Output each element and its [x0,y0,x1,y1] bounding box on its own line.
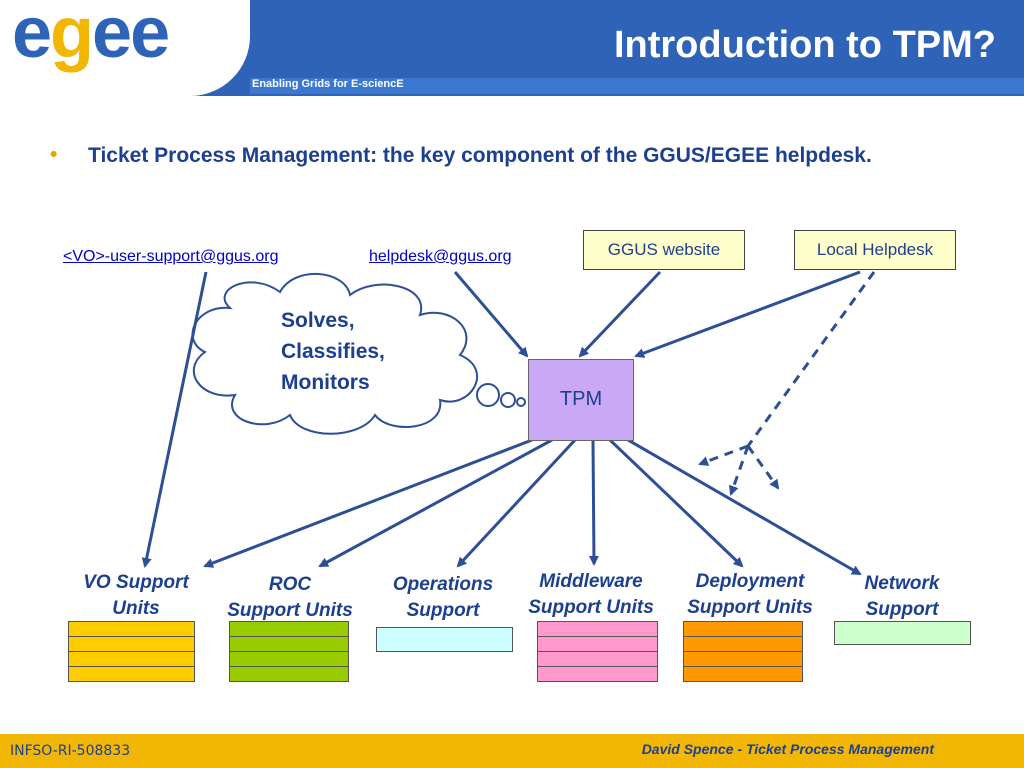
slide-title: Introduction to TPM? [613,24,996,66]
bullet-marker: • [50,143,58,166]
unit-label-line: Network [864,573,940,594]
egee-logo: egee [12,0,170,73]
footer-author: David Spence - Ticket Process Management [641,741,934,757]
tpm-box: TPM [528,359,634,441]
unit-label-roc: ROC Support Units [210,572,370,624]
stack-row [537,636,658,652]
unit-label-line: Operations [392,574,494,595]
roc-support-stack [229,621,349,682]
network-support-stack [834,621,971,645]
stack-row [229,651,349,667]
unit-label-line: VO Support [83,572,189,593]
helpdesk-email-link[interactable]: helpdesk@ggus.org [369,248,512,265]
stack-row [229,636,349,652]
vo-support-stack [68,621,195,682]
bullet-text: Ticket Process Management: the key compo… [88,144,872,167]
stack-row [68,636,195,652]
unit-label-operations: Operations Support [368,572,518,624]
cloud-text: Solves, Classifies, Monitors [281,305,385,398]
deployment-support-stack [683,621,803,682]
footer-project-id: INFSO-RI-508833 [10,743,131,759]
stack-row [537,651,658,667]
unit-label-line: ROC [268,574,312,595]
unit-label-line: Support Units [528,597,654,618]
middleware-support-stack [537,621,658,682]
stack-row [229,666,349,682]
unit-label-line: Support [865,599,939,620]
unit-label-line: Middleware [539,571,643,592]
thought-cloud [191,272,526,435]
stack-row [376,627,513,652]
vo-email-link[interactable]: <VO>-user-support@ggus.org [63,248,279,265]
tagline: Enabling Grids for E-sciencE [252,78,404,90]
logo-area: egee [0,0,250,96]
stack-row [68,621,195,637]
stack-row [683,651,803,667]
stack-row [537,621,658,637]
operations-support-stack [376,627,513,652]
unit-label-line: Support Units [687,597,813,618]
stack-row [68,666,195,682]
unit-label-line: Support [406,600,480,621]
cloud-line: Monitors [281,371,370,394]
unit-label-deployment: Deployment Support Units [670,569,830,621]
unit-label-line: Units [112,598,160,619]
ggus-website-box: GGUS website [583,230,745,270]
unit-label-network: Network Support [832,571,972,623]
stack-row [683,621,803,637]
stack-row [683,636,803,652]
unit-label-line: Deployment [695,571,805,592]
footer-bar: INFSO-RI-508833 David Spence - Ticket Pr… [0,734,1024,768]
stack-row [68,651,195,667]
cloud-line: Classifies, [281,340,385,363]
header-strip [250,78,1024,94]
stack-row [834,621,971,645]
stack-row [683,666,803,682]
unit-label-middleware: Middleware Support Units [512,569,670,621]
cloud-line: Solves, [281,309,355,332]
stack-row [229,621,349,637]
unit-label-line: Support Units [227,600,353,621]
unit-label-vo: VO Support Units [58,570,214,622]
stack-row [537,666,658,682]
local-helpdesk-box: Local Helpdesk [794,230,956,270]
